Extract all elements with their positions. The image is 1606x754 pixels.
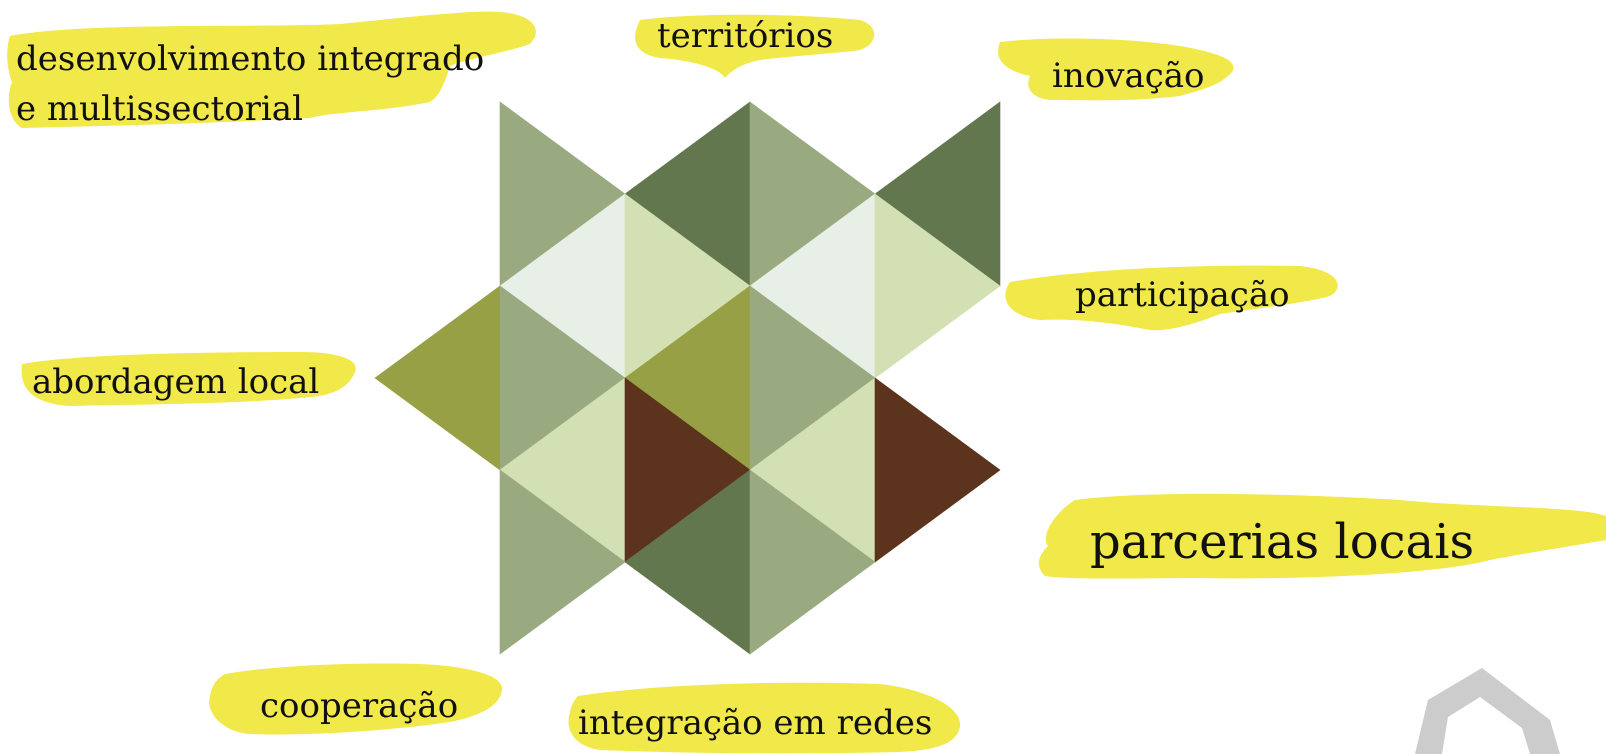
triangle-light-green xyxy=(874,193,1001,379)
triangle-sage xyxy=(749,469,876,655)
triangle-mosaic xyxy=(374,101,1001,655)
label-desenvolvimento: desenvolvimento integrado e multissector… xyxy=(16,34,484,134)
highlight-inovacao xyxy=(998,38,1234,101)
label-cooperacao: cooperação xyxy=(260,686,459,726)
triangle-brown xyxy=(874,377,1001,563)
highlight-parcerias xyxy=(1038,493,1606,579)
label-parcerias-locais: parcerias locais xyxy=(1090,514,1475,570)
label-participacao: participação xyxy=(1075,275,1290,315)
highlight-abordagem xyxy=(21,352,356,406)
label-inovacao: inovação xyxy=(1052,56,1205,96)
highlight-cooperacao xyxy=(209,663,503,735)
corner-logo xyxy=(1415,668,1560,754)
highlight-desenvolvimento xyxy=(7,11,536,129)
label-desenvolvimento-line1: desenvolvimento integrado xyxy=(16,39,485,79)
highlight-territorios xyxy=(635,14,875,79)
label-integracao-em-redes: integração em redes xyxy=(578,703,933,743)
label-territorios: territórios xyxy=(657,16,834,56)
highlight-strokes xyxy=(7,11,1606,754)
highlight-integracao xyxy=(568,682,961,754)
highlight-participacao xyxy=(1005,265,1338,331)
label-desenvolvimento-line2: e multissectorial xyxy=(16,89,303,129)
triangle-sage xyxy=(499,469,626,655)
label-abordagem-local: abordagem local xyxy=(32,362,320,402)
triangle-olive xyxy=(374,285,501,471)
hexagon-outline-icon xyxy=(1415,668,1560,754)
